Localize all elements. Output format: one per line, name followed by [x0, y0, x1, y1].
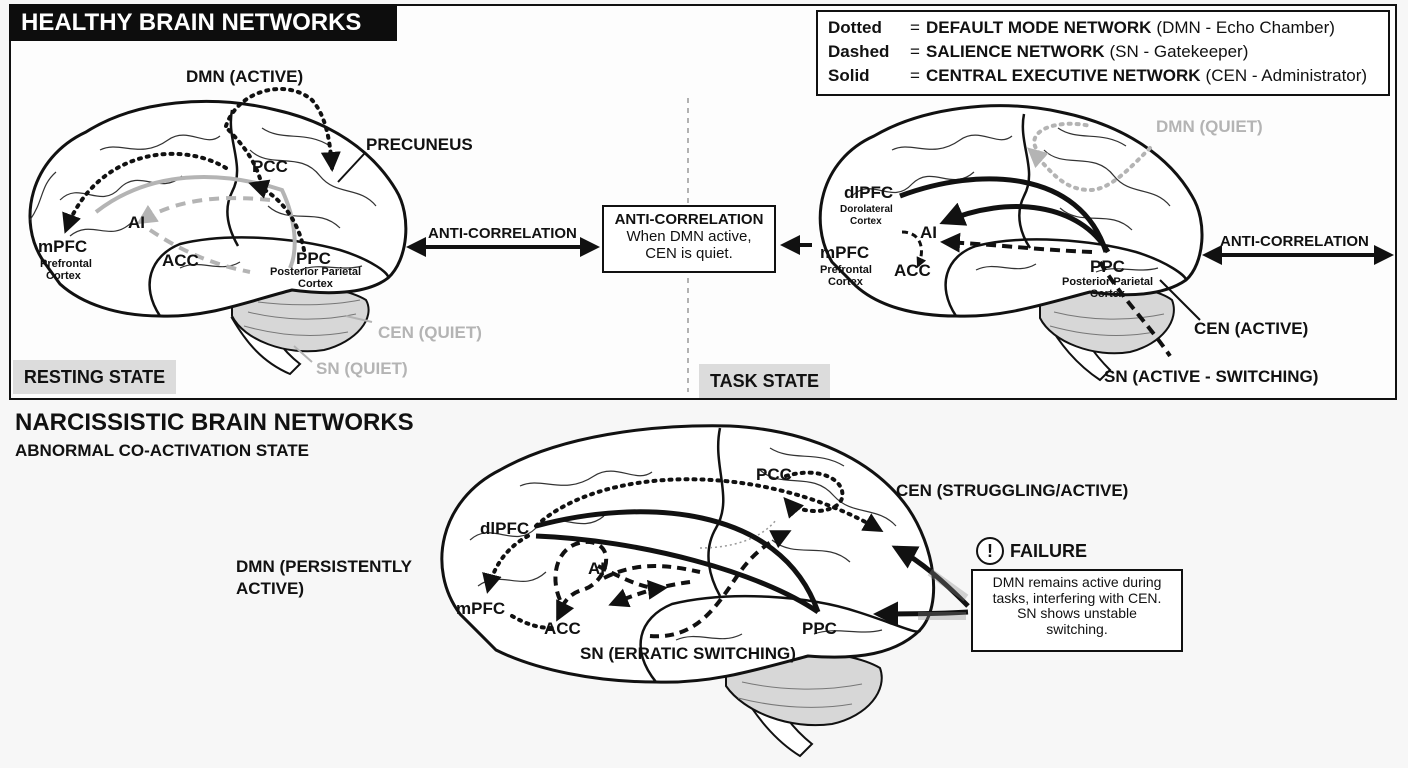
- resting-precuneus-label: PRECUNEUS: [366, 135, 473, 154]
- narc-dmn-line1: DMN (PERSISTENTLY: [236, 557, 413, 576]
- task-dlpfc-sub1: Dorolateral: [840, 204, 893, 215]
- narc-acc-label: ACC: [544, 619, 581, 638]
- legend-row-solid: Solid = CENTRAL EXECUTIVE NETWORK (CEN -…: [828, 66, 1368, 85]
- task-dlpfc-sub2: Cortex: [850, 216, 882, 227]
- task-state-label: TASK STATE: [699, 364, 830, 398]
- resting-mpfc-sub1: Prefrontal: [40, 258, 92, 270]
- task-dmn-label: DMN (QUIET): [1156, 117, 1263, 136]
- resting-ai-label: AI: [128, 213, 145, 232]
- failure-line1: DMN remains active during: [992, 574, 1162, 590]
- task-ai-label: AI: [920, 223, 937, 242]
- failure-line3: SN shows unstable: [1017, 605, 1137, 622]
- task-sn-label: SN (ACTIVE - SWITCHING): [1104, 367, 1319, 386]
- narc-ai-label: AI: [588, 559, 605, 578]
- narc-ppc-label: PPC: [802, 619, 837, 638]
- legend: Dotted = DEFAULT MODE NETWORK (DMN - Ech…: [816, 10, 1390, 96]
- failure-line4: switching.: [1046, 621, 1108, 638]
- resting-brain: [28, 86, 408, 376]
- task-brain: [818, 104, 1204, 382]
- narcissistic-title: NARCISSISTIC BRAIN NETWORKS: [15, 409, 414, 436]
- task-anticorr-label: ANTI-CORRELATION: [1220, 233, 1369, 250]
- legend-row-dashed: Dashed = SALIENCE NETWORK (SN - Gatekeep…: [828, 42, 1249, 61]
- healthy-title: HEALTHY BRAIN NETWORKS: [9, 4, 397, 41]
- warning-icon: !: [976, 537, 1004, 565]
- task-ppc-label: PPC: [1090, 257, 1125, 276]
- task-acc-label: ACC: [894, 261, 931, 280]
- narcissistic-brain: [440, 424, 970, 758]
- resting-acc-label: ACC: [162, 251, 199, 270]
- task-dlpfc-label: dlPFC: [844, 183, 894, 202]
- task-mpfc-label: mPFC: [820, 243, 870, 262]
- resting-ppc-sub2: Cortex: [298, 278, 333, 290]
- narc-dmn-line2: ACTIVE): [236, 579, 304, 598]
- narc-pcc-label: PCC: [756, 465, 792, 484]
- resting-anticorr-label: ANTI-CORRELATION: [428, 225, 577, 242]
- anticorrelation-note-line1: When DMN active,: [626, 227, 752, 245]
- task-ppc-sub1: Posterior Parietal: [1062, 276, 1154, 288]
- anticorrelation-note: ANTI-CORRELATION When DMN active, CEN is…: [602, 205, 776, 273]
- narc-sn-label: SN (ERRATIC SWITCHING): [580, 644, 796, 663]
- task-mpfc-sub2: Cortex: [828, 276, 863, 288]
- resting-ppc-sub1: Posterior Parietal: [270, 266, 362, 278]
- narcissistic-subtitle: ABNORMAL CO-ACTIVATION STATE: [15, 441, 310, 460]
- resting-ppc-label: PPC: [296, 249, 331, 268]
- anticorrelation-note-title: ANTI-CORRELATION: [614, 211, 764, 228]
- narc-cen-label: CEN (STRUGGLING/ACTIVE): [896, 481, 1129, 500]
- resting-dmn-label: DMN (ACTIVE): [186, 67, 304, 86]
- task-ppc-sub2: Cortex: [1090, 288, 1125, 300]
- resting-pcc-label: PCC: [252, 157, 288, 176]
- resting-sn-label: SN (QUIET): [316, 359, 408, 378]
- anticorrelation-note-line2: CEN is quiet.: [645, 244, 733, 262]
- task-mpfc-sub1: Prefrontal: [820, 264, 872, 276]
- resting-state-label: RESTING STATE: [13, 360, 176, 394]
- legend-row-dotted: Dotted = DEFAULT MODE NETWORK (DMN - Ech…: [828, 18, 1335, 37]
- resting-mpfc-label: mPFC: [38, 237, 88, 256]
- narc-mpfc-label: mPFC: [456, 599, 506, 618]
- failure-line2: tasks, interfering with CEN.: [992, 589, 1162, 606]
- resting-mpfc-sub2: Cortex: [46, 270, 81, 282]
- failure-note: DMN remains active during tasks, interfe…: [971, 569, 1183, 652]
- failure-title: FAILURE: [1010, 541, 1088, 561]
- task-cen-label: CEN (ACTIVE): [1194, 319, 1309, 338]
- resting-cen-label: CEN (QUIET): [378, 323, 482, 342]
- narc-dlpfc-label: dlPFC: [480, 519, 530, 538]
